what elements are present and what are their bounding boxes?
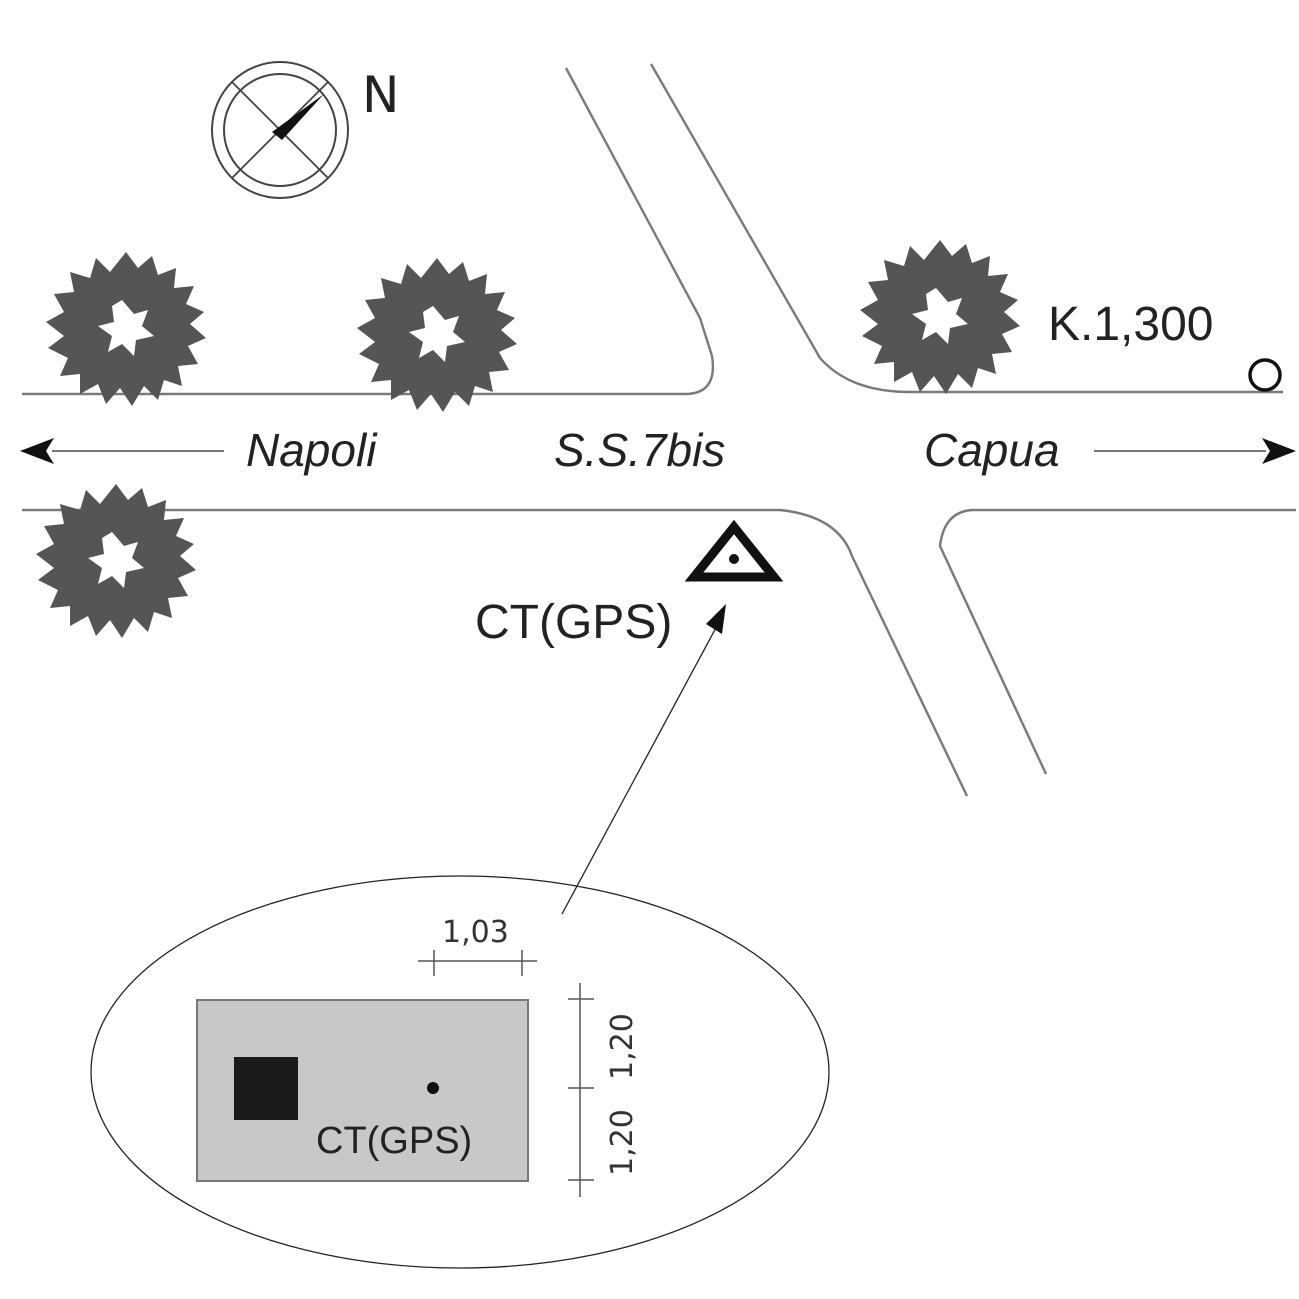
arrow-to-capua — [1094, 438, 1296, 464]
tree-icon — [46, 252, 206, 406]
gps-point-marker — [427, 1082, 439, 1094]
north-arrow-icon — [211, 61, 349, 199]
arrow-to-napoli — [20, 438, 224, 464]
monument-block — [234, 1057, 298, 1120]
milestone-circle-icon — [1248, 358, 1282, 392]
milestone-label: K.1,300 — [1048, 298, 1213, 351]
label-napoli: Napoli — [246, 424, 378, 476]
north-label: N — [362, 66, 399, 124]
dimension-vertical-top-label: 1,20 — [605, 1013, 640, 1080]
tree-icon — [357, 258, 517, 412]
dimension-vertical-bottom-label: 1,20 — [605, 1109, 640, 1176]
control-point-label: CT(GPS) — [475, 596, 672, 649]
road-edges — [22, 63, 1296, 797]
survey-triangle-icon — [684, 519, 784, 582]
dimension-horizontal — [418, 950, 537, 976]
monument-detail: CT(GPS) — [196, 999, 529, 1182]
arrow-left-icon — [20, 438, 54, 464]
leader-line — [561, 623, 719, 915]
label-road-name: S.S.7bis — [554, 424, 725, 476]
leader-arrowhead-icon — [706, 604, 726, 634]
label-capua: Capua — [924, 424, 1060, 476]
road-edge-southeast — [938, 508, 1296, 775]
dimension-horizontal-label: 1,03 — [442, 915, 509, 950]
road-edge-northeast — [649, 63, 1283, 394]
tree-icon — [860, 240, 1020, 394]
road-edge-southwest — [22, 508, 969, 797]
road-edge-northwest — [22, 67, 715, 396]
detail-label: CT(GPS) — [316, 1120, 472, 1162]
tree-icon — [36, 484, 196, 638]
detail-callout — [90, 875, 830, 1269]
dimension-vertical — [568, 983, 594, 1197]
arrow-right-icon — [1262, 438, 1296, 464]
